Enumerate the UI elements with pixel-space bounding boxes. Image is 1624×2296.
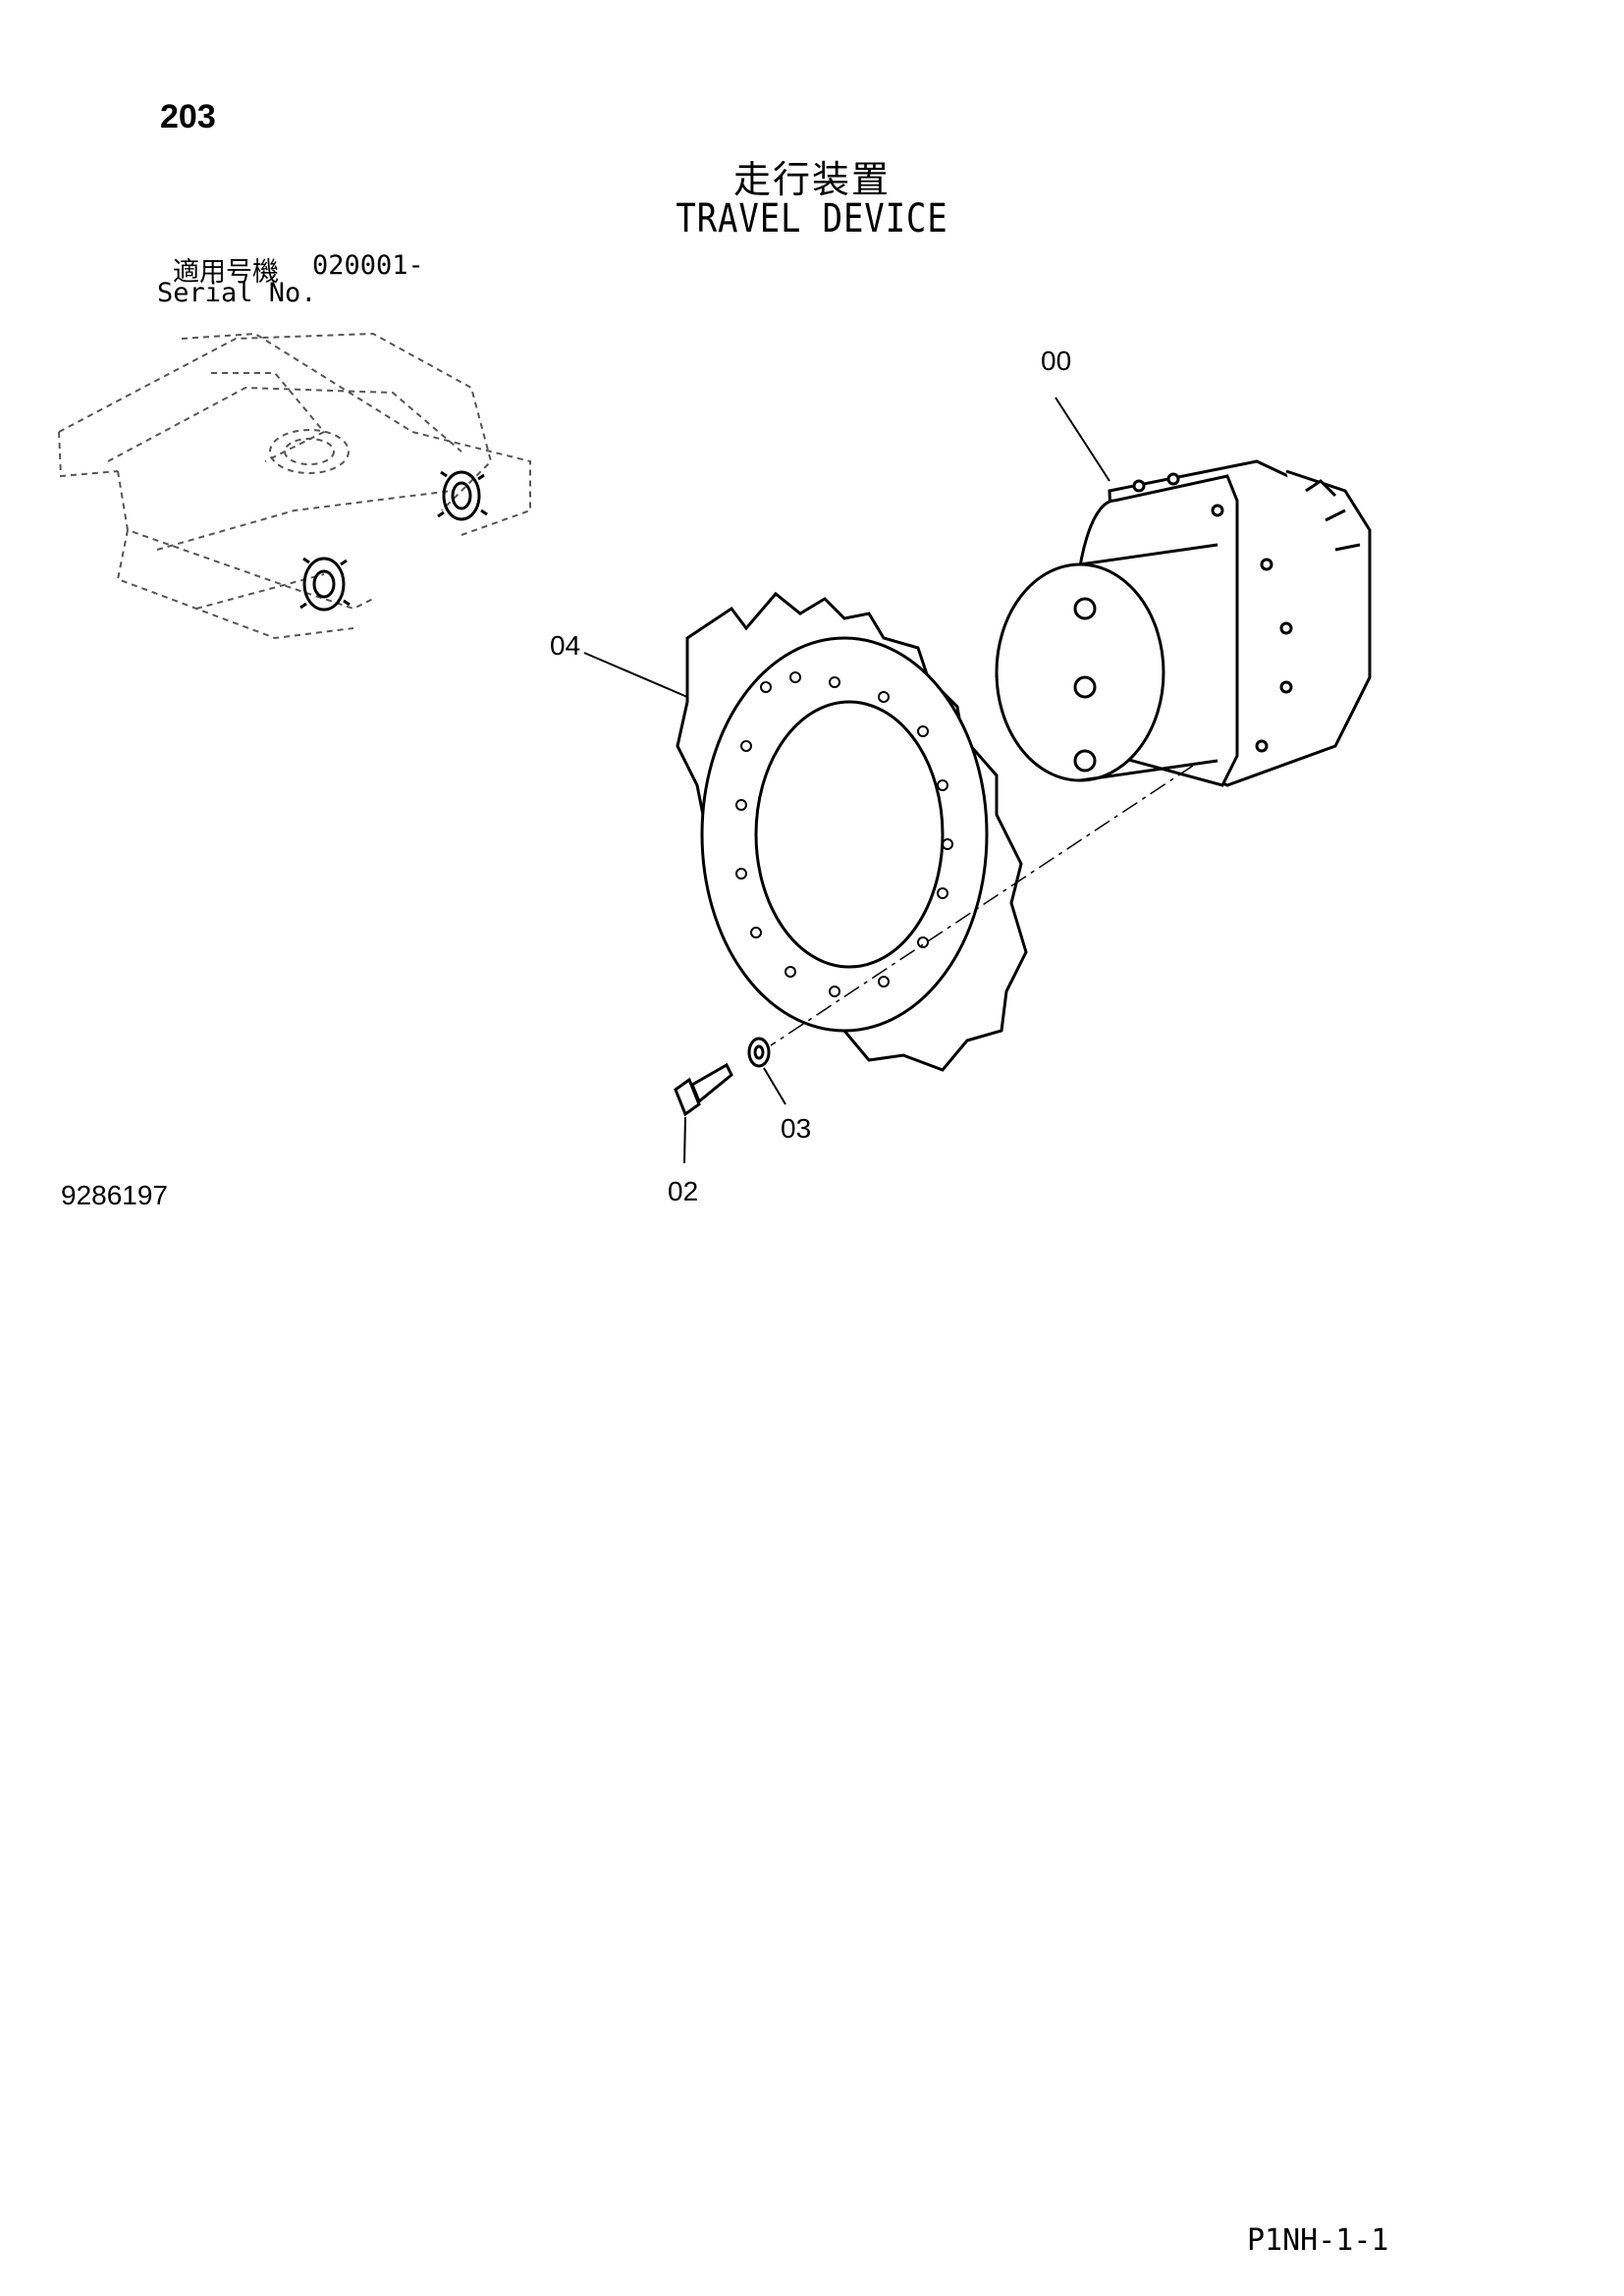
- center-line: [770, 765, 1194, 1046]
- serial-label-jp: 適用号機: [173, 257, 279, 288]
- callout-washer: 03: [781, 1113, 812, 1144]
- sketch-sprocket-1: [437, 470, 488, 521]
- sketch-sprocket-2: [299, 557, 351, 612]
- leader-lines: [583, 397, 1110, 1164]
- page-code: P1NH-1-1: [1247, 2223, 1389, 2258]
- washer: [747, 1037, 771, 1068]
- bolt: [674, 1062, 733, 1117]
- sprocket: [676, 591, 1028, 1072]
- callout-bolt: 02: [668, 1176, 699, 1206]
- travel-motor: [995, 459, 1372, 787]
- callout-sprocket: 04: [550, 630, 581, 661]
- drawing-number: 9286197: [61, 1180, 169, 1210]
- serial-value: 020001-: [312, 250, 424, 281]
- page-title-jp: 走行装置: [732, 158, 891, 201]
- serial-label-en: Serial No.: [157, 278, 317, 308]
- callout-assembly: 00: [1041, 346, 1072, 376]
- page-number: 203: [160, 98, 216, 135]
- page-title-en: TRAVEL DEVICE: [676, 196, 948, 241]
- undercarriage-sketch: [58, 332, 531, 640]
